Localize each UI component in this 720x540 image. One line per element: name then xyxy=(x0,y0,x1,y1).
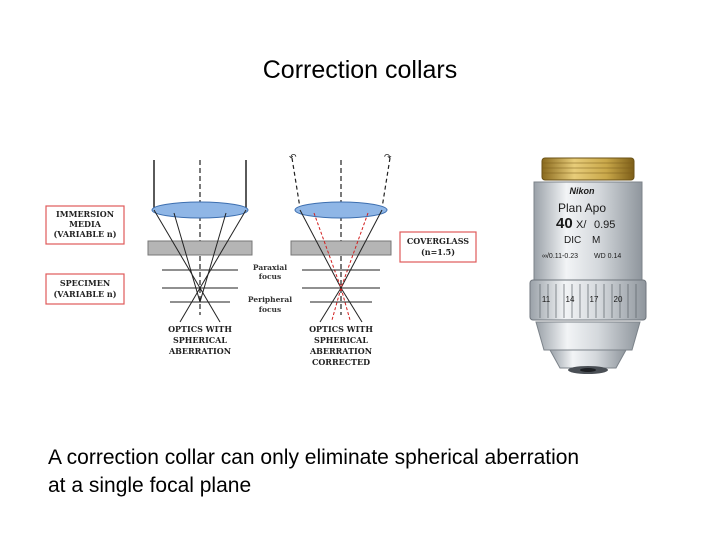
right-optics-caption: OPTICS WITH SPHERICAL ABERRATION CORRECT… xyxy=(309,324,373,367)
svg-text:Plan Apo: Plan Apo xyxy=(558,201,606,215)
svg-text:(n=1.5): (n=1.5) xyxy=(421,247,455,257)
svg-text:∞/0.11-0.23: ∞/0.11-0.23 xyxy=(542,253,578,260)
svg-text:14: 14 xyxy=(566,295,575,304)
nikon-objective-lens-image: Nikon Plan Apo 40 X/ 0.95 DIC M ∞/0.11-0… xyxy=(520,142,652,390)
svg-text:ABERRATION: ABERRATION xyxy=(168,346,231,356)
svg-text:Nikon: Nikon xyxy=(569,186,595,196)
svg-text:M: M xyxy=(592,235,600,246)
peripheral-focus-label: Peripheral focus xyxy=(248,295,292,314)
svg-text:focus: focus xyxy=(259,305,281,314)
svg-text:MEDIA: MEDIA xyxy=(69,219,102,229)
svg-text:OPTICS WITH: OPTICS WITH xyxy=(168,324,232,334)
svg-text:OPTICS WITH: OPTICS WITH xyxy=(309,324,373,334)
svg-text:Peripheral: Peripheral xyxy=(248,295,292,304)
svg-text:WD 0.14: WD 0.14 xyxy=(594,253,621,260)
svg-text:DIC: DIC xyxy=(564,235,581,246)
svg-text:COVERGLASS: COVERGLASS xyxy=(407,236,469,246)
left-coverglass xyxy=(147,240,253,256)
slide-title: Correction collars xyxy=(262,56,458,84)
svg-text:17: 17 xyxy=(590,295,599,304)
svg-text:IMMERSION: IMMERSION xyxy=(56,209,114,219)
svg-text:SPECIMEN: SPECIMEN xyxy=(60,278,110,288)
caption-line-1: A correction collar can only eliminate s… xyxy=(48,446,580,469)
paraxial-focus-label: Paraxial focus xyxy=(253,263,287,281)
svg-text:SPHERICAL: SPHERICAL xyxy=(314,335,368,345)
left-optics-caption: OPTICS WITH SPHERICAL ABERRATION xyxy=(168,324,232,356)
svg-text:X/: X/ xyxy=(576,219,587,231)
svg-text:↷: ↷ xyxy=(384,152,392,162)
left-lens xyxy=(151,201,249,219)
svg-text:Paraxial: Paraxial xyxy=(253,263,287,272)
svg-text:↶: ↶ xyxy=(289,152,297,162)
svg-text:0.95: 0.95 xyxy=(594,219,615,231)
coverglass-label: COVERGLASS (n=1.5) xyxy=(399,231,477,263)
spherical-aberration-diagram: ↶ ↷ IMMERSION MEDIA (VARIABLE n) SPECIME… xyxy=(44,150,484,375)
svg-text:(VARIABLE n): (VARIABLE n) xyxy=(53,229,116,239)
right-lens xyxy=(294,201,388,219)
slide-caption: A correction collar can only eliminate s… xyxy=(48,444,688,500)
right-optics: ↶ ↷ xyxy=(289,152,392,323)
left-optics xyxy=(147,160,253,323)
svg-text:11: 11 xyxy=(542,295,551,304)
svg-text:40: 40 xyxy=(556,215,573,232)
svg-text:(VARIABLE n): (VARIABLE n) xyxy=(53,289,116,299)
svg-text:ABERRATION: ABERRATION xyxy=(309,346,372,356)
svg-text:20: 20 xyxy=(614,295,623,304)
caption-line-2: at a single focal plane xyxy=(48,474,252,497)
specimen-label: SPECIMEN (VARIABLE n) xyxy=(45,273,125,305)
svg-text:CORRECTED: CORRECTED xyxy=(312,357,370,367)
right-coverglass xyxy=(290,240,392,256)
svg-text:focus: focus xyxy=(259,272,281,281)
svg-text:SPHERICAL: SPHERICAL xyxy=(173,335,227,345)
immersion-media-label: IMMERSION MEDIA (VARIABLE n) xyxy=(45,205,125,245)
